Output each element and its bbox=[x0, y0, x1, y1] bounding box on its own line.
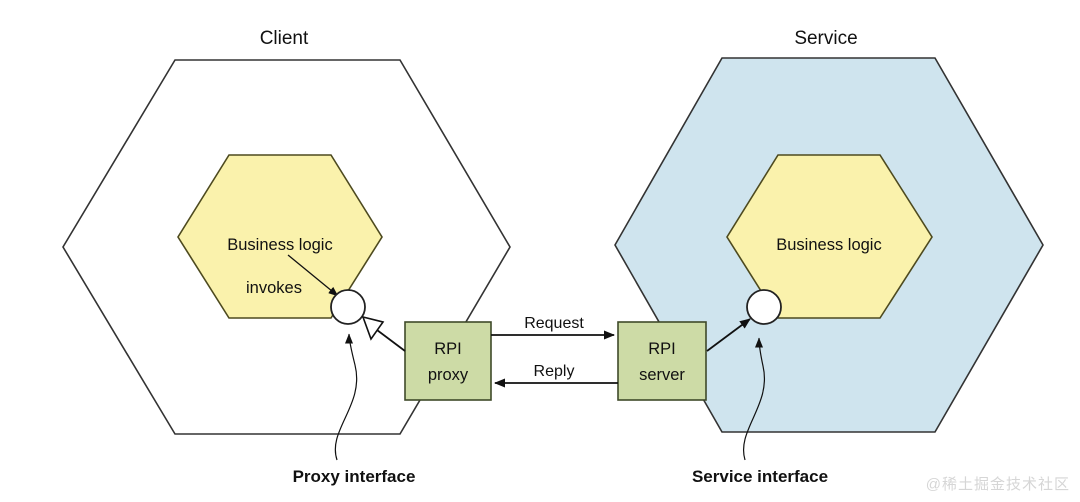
rpi-server-label-line1: RPI bbox=[648, 340, 676, 358]
proxy-realization-line bbox=[376, 329, 406, 352]
invokes-label: invokes bbox=[246, 279, 302, 297]
rpi-proxy-box[interactable] bbox=[404, 321, 492, 401]
proxy-interface-callout-label: Proxy interface bbox=[293, 467, 416, 486]
rpi-proxy-label-line2: proxy bbox=[428, 366, 469, 384]
proxy-interface-callout-curve bbox=[334, 333, 358, 461]
service-interface-callout-label: Service interface bbox=[692, 467, 828, 486]
service-interface-callout-curve bbox=[742, 337, 766, 461]
proxy-interface-circle bbox=[330, 289, 366, 325]
rpi-server-label-line2: server bbox=[639, 366, 685, 384]
service-title: Service bbox=[794, 28, 857, 49]
client-title: Client bbox=[260, 28, 309, 49]
service-business-logic-label: Business logic bbox=[776, 236, 881, 254]
proxy-realization-triangle bbox=[361, 315, 385, 341]
client-business-logic-hexagon bbox=[177, 154, 383, 319]
reply-label: Reply bbox=[534, 363, 575, 380]
invokes-arrow bbox=[287, 254, 339, 297]
server-to-service-interface-arrow bbox=[706, 318, 751, 352]
rpi-server-box[interactable] bbox=[617, 321, 707, 401]
service-business-logic-hexagon bbox=[726, 154, 933, 319]
watermark: @稀土掘金技术社区 bbox=[925, 476, 1070, 493]
client-business-logic-label: Business logic bbox=[227, 236, 332, 254]
request-label: Request bbox=[524, 315, 584, 332]
service-interface-circle bbox=[746, 289, 782, 325]
rpi-proxy-label-line1: RPI bbox=[434, 340, 462, 358]
